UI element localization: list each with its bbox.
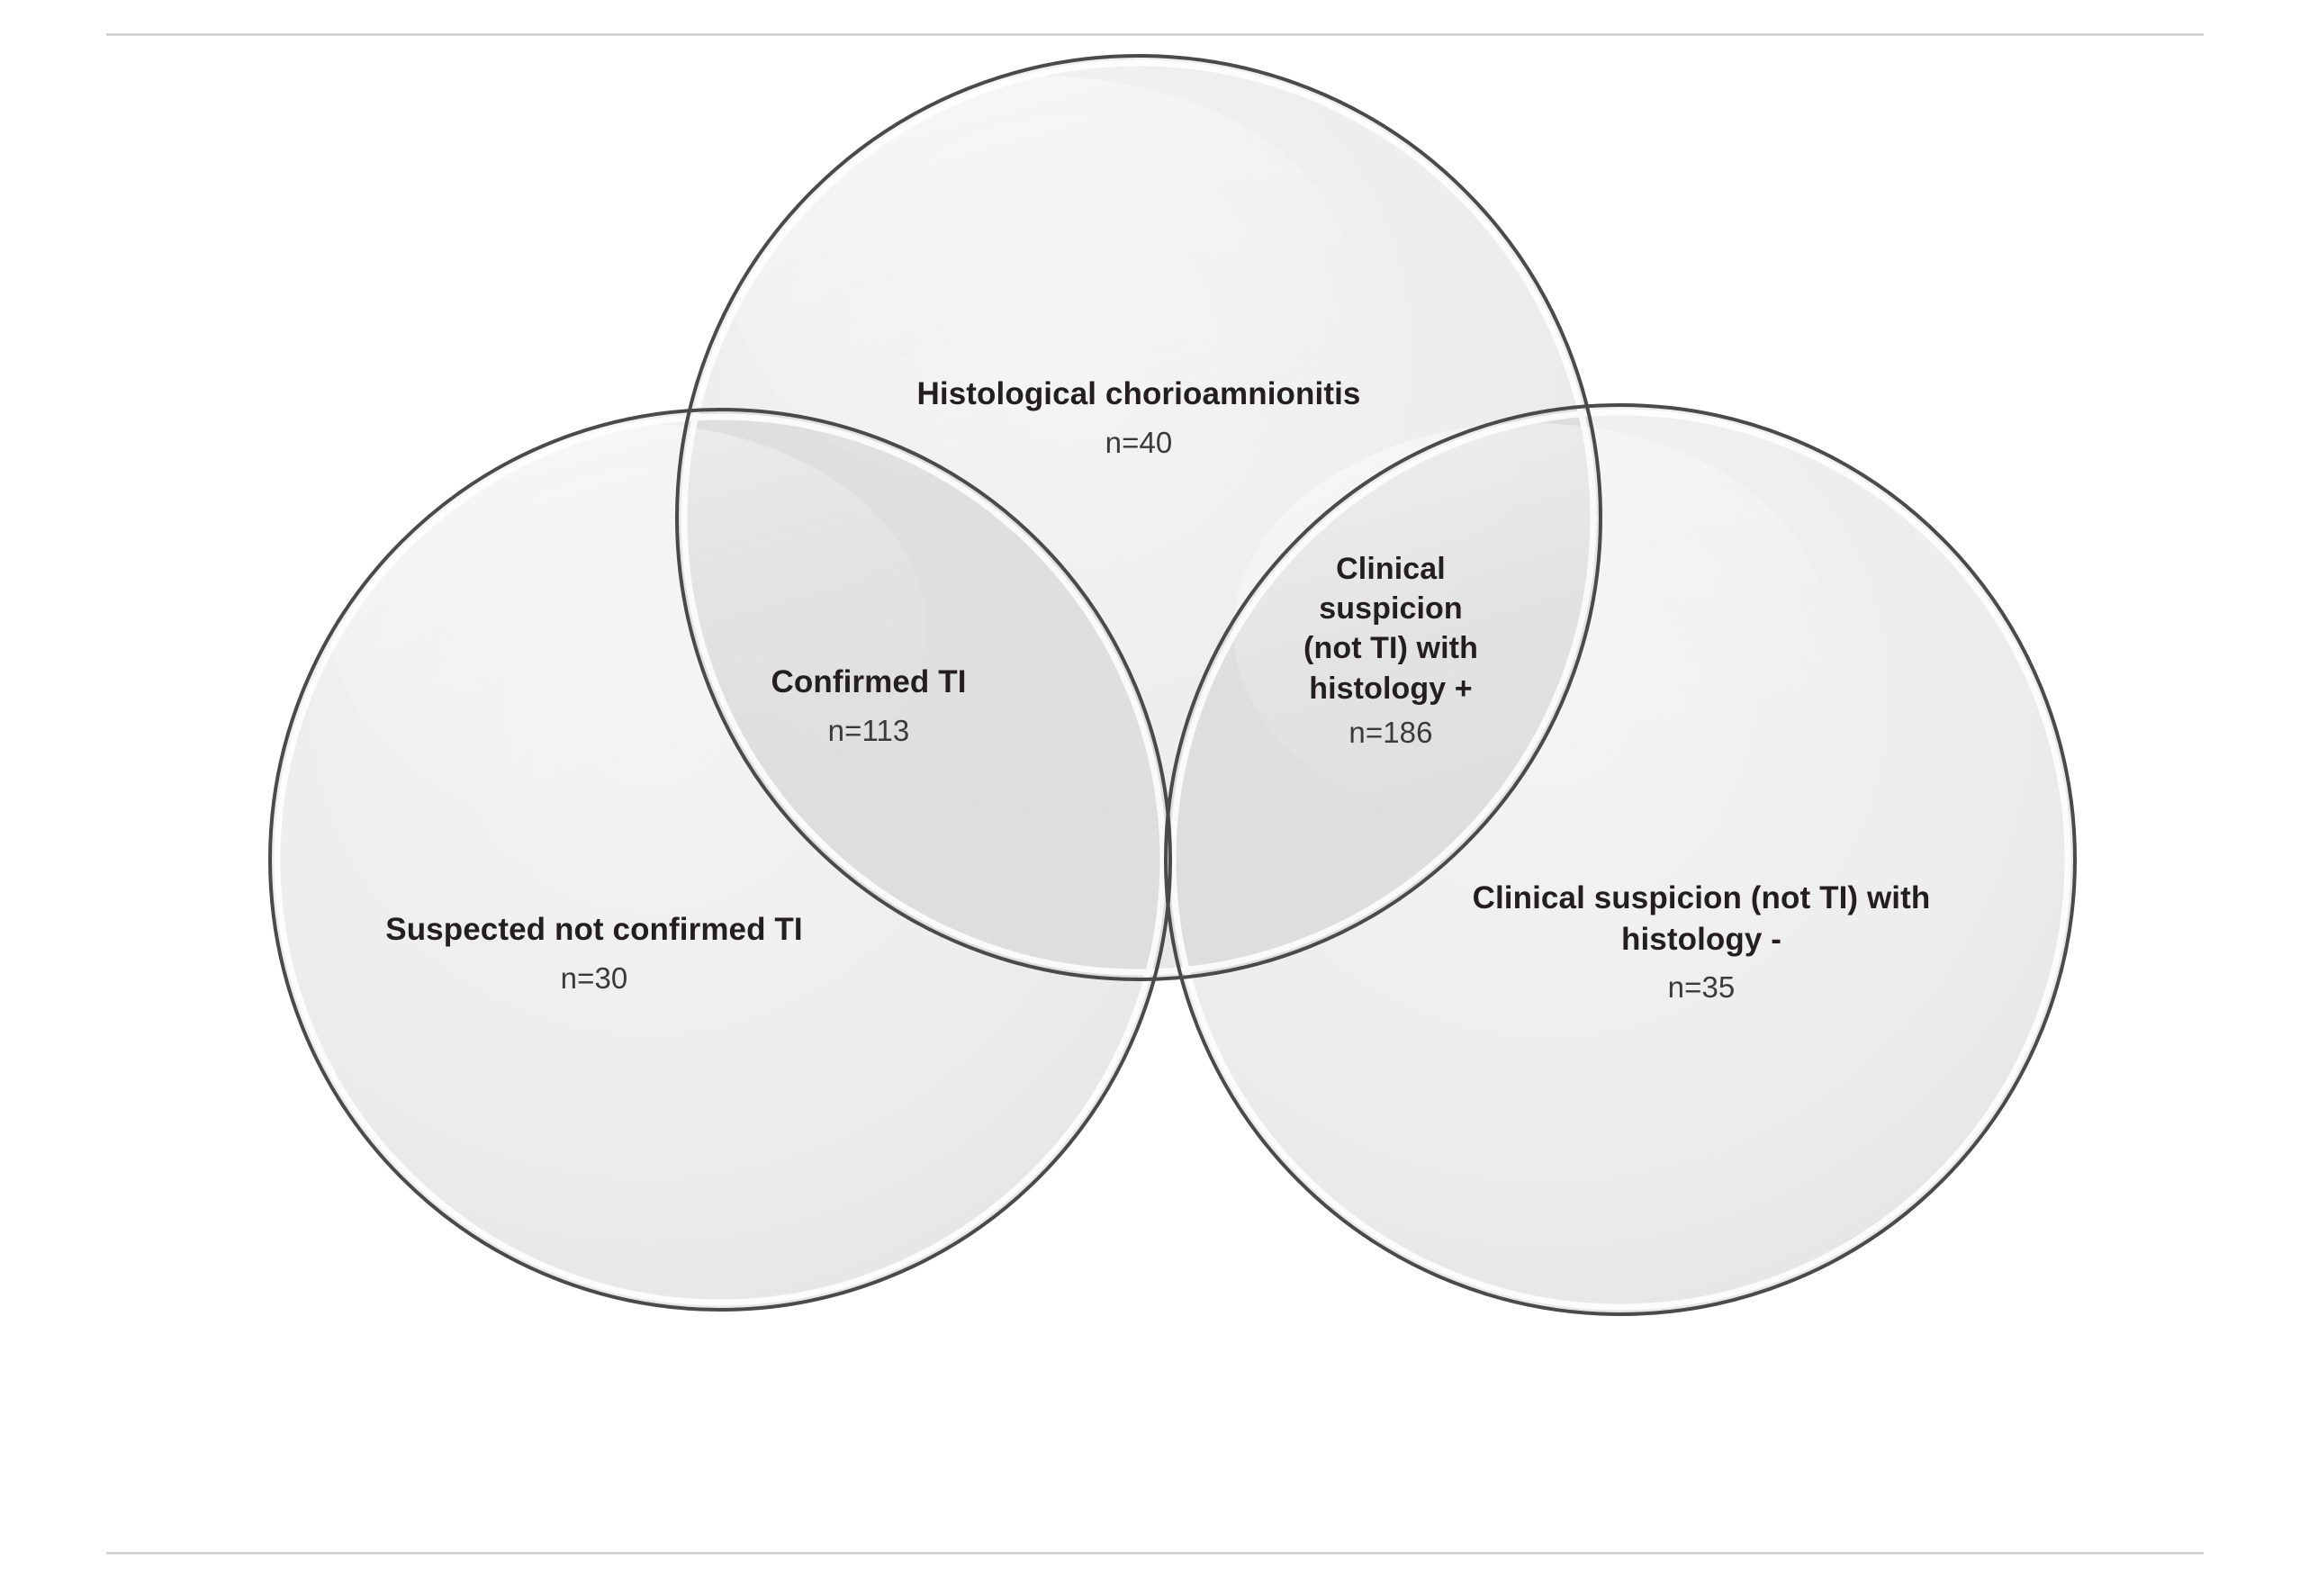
label-clinical-suspicion-histology-positive: Clinical suspicion (not TI) with histolo… [1260, 549, 1521, 753]
label-title-histological-chorioamnionitis: Histological chorioamnionitis [916, 376, 1361, 411]
label-title-line1-clinical-suspicion-histology-negative: Clinical suspicion (not TI) with [1472, 880, 1931, 915]
label-suspected-not-confirmed-ti: Suspected not confirmed TI n=30 [270, 909, 918, 997]
circle-outline-clinical-suspicion-histology-negative [1164, 403, 2077, 1316]
venn-circle-outlines [268, 54, 2077, 1316]
label-title-suspected-not-confirmed-ti: Suspected not confirmed TI [385, 912, 803, 947]
label-count-clinical-suspicion-histology-positive: n=186 [1348, 715, 1433, 749]
circle-outline-suspected-not-confirmed-ti [268, 408, 1172, 1312]
bottom-divider-rule [106, 1552, 2204, 1555]
label-count-histological-chorioamnionitis: n=40 [1105, 425, 1173, 459]
label-title-line3-clinical-suspicion-histology-positive: (not TI) with [1303, 631, 1478, 666]
label-histological-chorioamnionitis: Histological chorioamnionitis n=40 [756, 374, 1521, 462]
label-title-line2-clinical-suspicion-histology-positive: suspicion [1319, 591, 1463, 627]
label-count-suspected-not-confirmed-ti: n=30 [560, 960, 628, 995]
circle-inner-rims [274, 59, 2071, 1311]
circle-outline-histological-chorioamnionitis [675, 54, 1602, 981]
label-count-confirmed-ti: n=113 [827, 713, 910, 747]
label-title-line2-clinical-suspicion-histology-negative: histology - [1620, 921, 1782, 957]
label-title-confirmed-ti: Confirmed TI [771, 664, 967, 699]
circle-sheen-overlays [333, 77, 1827, 837]
label-confirmed-ti: Confirmed TI n=113 [711, 662, 1026, 750]
label-title-line4-clinical-suspicion-histology-positive: histology + [1309, 671, 1473, 706]
label-title-line1-clinical-suspicion-histology-positive: Clinical [1336, 552, 1446, 586]
label-count-clinical-suspicion-histology-negative: n=35 [1667, 970, 1736, 1004]
top-divider-rule [106, 33, 2204, 36]
label-clinical-suspicion-histology-negative: Clinical suspicion (not TI) with histolo… [1377, 878, 2025, 1007]
